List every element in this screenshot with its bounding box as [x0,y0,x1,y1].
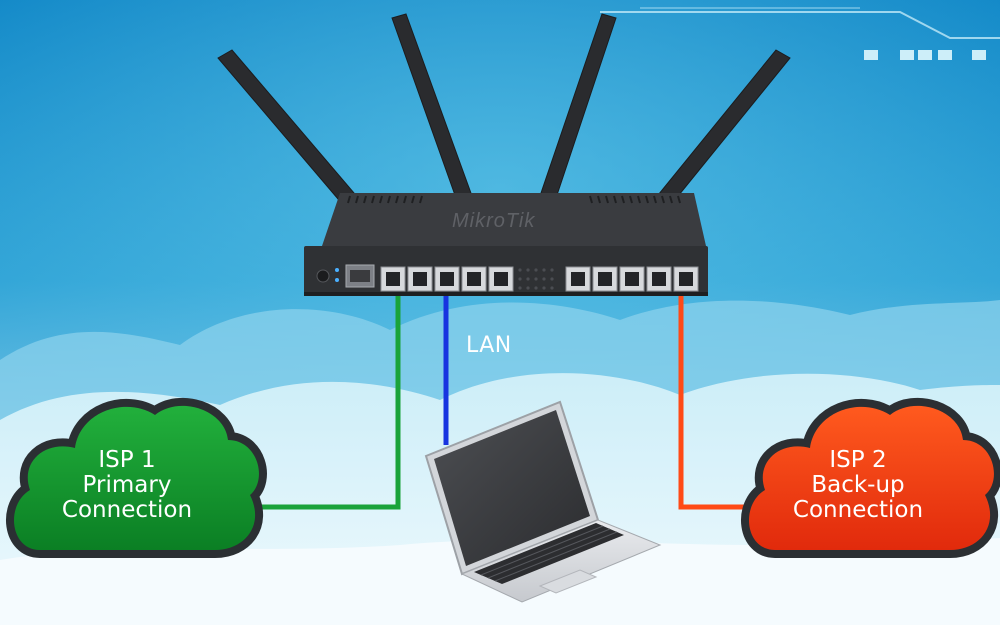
router-vents [347,195,681,204]
router-top [322,193,706,246]
antennas [217,13,791,207]
circuit-decoration [600,7,1000,60]
laptop-icon [424,400,662,603]
router-brand-logo: MikroTik [452,210,536,232]
laptop-base [460,519,662,603]
isp1-label: ISP 1 Primary Connection [17,448,237,523]
isp1-connection: Connection [61,497,193,523]
laptop-trackpad [538,569,598,594]
cloud-icon-isp2 [741,398,1000,558]
links [258,280,746,510]
cloud-icon-isp1 [6,398,267,558]
primary-link [258,280,401,510]
isp2-label: ISP 2 Back-up Connection [748,448,968,523]
router-icon [217,13,791,296]
status-leds [518,268,554,290]
lan-label: LAN [466,333,512,358]
isp2-title: ISP 2 [829,447,887,473]
isp1-role: Primary [82,472,172,498]
isp2-role: Back-up [811,472,905,498]
backup-link [678,280,746,510]
isp2-connection: Connection [792,497,924,523]
isp1-title: ISP 1 [98,447,156,473]
laptop-screen [434,410,590,566]
